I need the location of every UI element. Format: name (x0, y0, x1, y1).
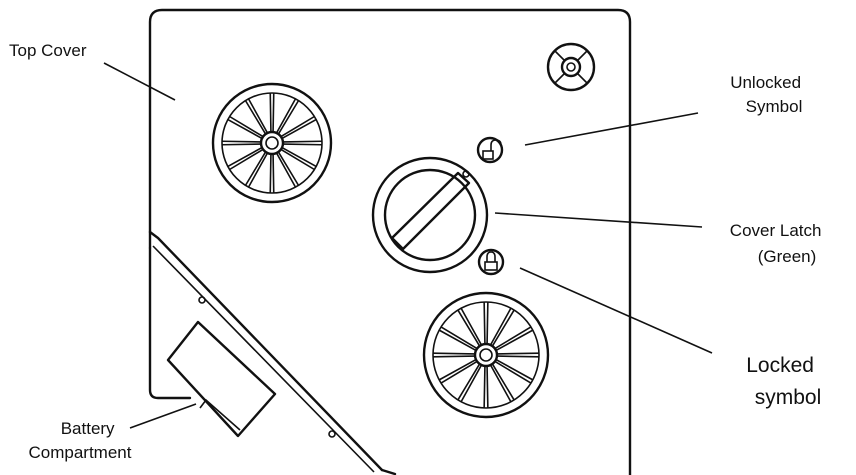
leader-battery (129, 403, 197, 429)
wheel-spoke (483, 302, 489, 345)
wheel-spoke (489, 307, 515, 347)
wheel-hub-center (479, 348, 493, 362)
wheel-spoke (244, 151, 269, 188)
wheel-hub (473, 342, 499, 368)
wheel-spoke (227, 115, 264, 140)
wheel-rim-outer (422, 291, 550, 419)
leader-cover-latch (494, 212, 703, 228)
wheel-spoke (489, 363, 515, 403)
leader-locked (519, 267, 713, 354)
wheel-spoke (269, 153, 275, 193)
leader-top-cover (103, 62, 176, 101)
spoked-wheel-lower (422, 291, 550, 419)
base-bottom-edge (380, 468, 397, 475)
wheel-rim-inner (432, 301, 540, 409)
base-section (148, 246, 192, 400)
battery-compartment (166, 320, 277, 438)
wheel-spoke (227, 146, 264, 171)
wheel-hub (259, 130, 285, 156)
base-screw-1 (198, 296, 206, 304)
wheel-spoke (494, 358, 534, 384)
locked-symbol-icon (477, 248, 505, 276)
cover-diagonal-edge-inner (152, 245, 375, 473)
wheel-spoke (244, 98, 269, 135)
wheel-spoke (494, 326, 534, 352)
label-cover-latch: Cover Latch (Green) (730, 221, 826, 266)
wheel-hub-center (265, 136, 279, 150)
wheel-spoke (222, 140, 262, 146)
base-screw-2 (328, 430, 336, 438)
wheel-spoke (269, 93, 275, 133)
wheel-spoke (496, 352, 539, 358)
unlocked-symbol-icon (476, 136, 504, 164)
wheel-rim-outer (211, 82, 333, 204)
wheel-spoke (280, 115, 317, 140)
wheel-spoke (483, 365, 489, 408)
device-outline (148, 8, 632, 475)
wheel-spoke (433, 352, 476, 358)
wheel-spoke (275, 151, 300, 188)
wheel-spoke (280, 146, 317, 171)
wheel-spoke (457, 363, 483, 403)
top-right-knob (546, 42, 596, 92)
spoked-wheel-upper (211, 82, 333, 204)
label-unlocked-symbol: Unlocked Symbol (730, 73, 806, 116)
wheel-spoke (438, 358, 478, 384)
wheel-spoke (282, 140, 322, 146)
cover-latch (371, 156, 489, 274)
label-top-cover: Top Cover (9, 41, 87, 60)
leader-unlocked (524, 112, 699, 146)
wheel-spoke (457, 307, 483, 347)
label-battery-compartment: Battery Compartment (29, 419, 132, 462)
wheel-rim-inner (221, 92, 323, 194)
wheel-spoke (438, 326, 478, 352)
cover-diagonal-edge (148, 230, 384, 472)
wheel-spoke (275, 98, 300, 135)
label-locked-symbol: Locked symbol (746, 354, 821, 409)
